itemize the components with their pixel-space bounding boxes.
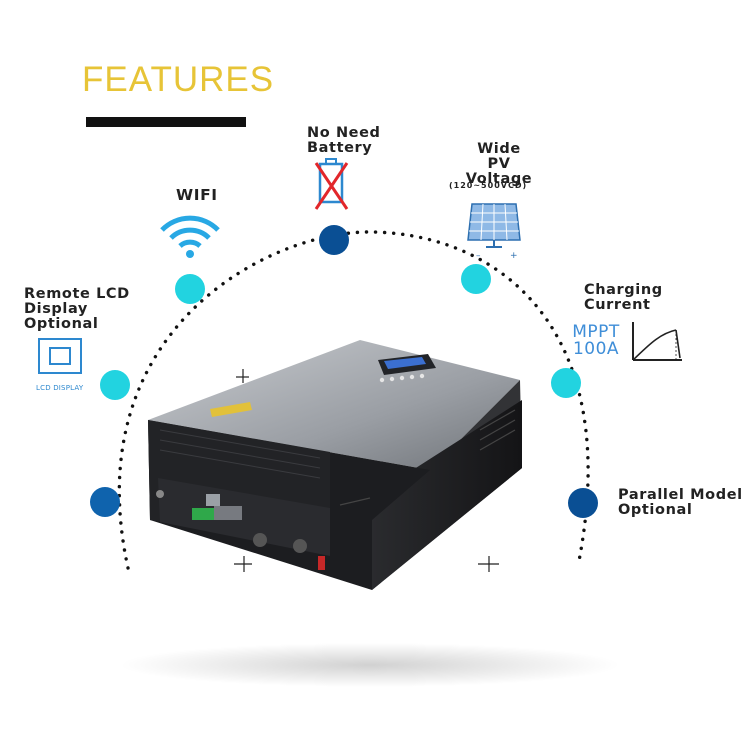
pv-label: Wide PV Voltage xyxy=(465,141,533,187)
lcd-label: Remote LCD Display Optional xyxy=(24,286,130,332)
node-lcd xyxy=(100,370,130,400)
charging-curve-icon xyxy=(632,322,682,361)
lcd-caption: LCD DISPLAY xyxy=(36,384,84,392)
wifi-icon xyxy=(160,215,220,258)
no-battery-label: No Need Battery xyxy=(307,125,381,156)
solar-panel-icon: – + xyxy=(467,203,521,260)
svg-text:+: + xyxy=(510,251,518,260)
node-parallel xyxy=(568,488,598,518)
node-charging xyxy=(551,368,581,398)
node-pv xyxy=(461,264,491,294)
svg-text:–: – xyxy=(476,251,481,260)
mppt-rating: MPPT 100A xyxy=(572,322,620,359)
no-battery-icon xyxy=(314,158,349,210)
page-title: FEATURES xyxy=(82,60,275,99)
lcd-display-icon xyxy=(38,338,82,374)
node-left-lower xyxy=(90,487,120,517)
parallel-label: Parallel Model Optional xyxy=(618,487,743,518)
node-no-battery xyxy=(319,225,349,255)
charging-label: Charging Current xyxy=(584,282,663,313)
pv-range: (120~500VCD) xyxy=(449,181,528,190)
wifi-label: WIFI xyxy=(176,186,218,204)
title-underline xyxy=(86,117,246,127)
node-wifi xyxy=(175,274,205,304)
